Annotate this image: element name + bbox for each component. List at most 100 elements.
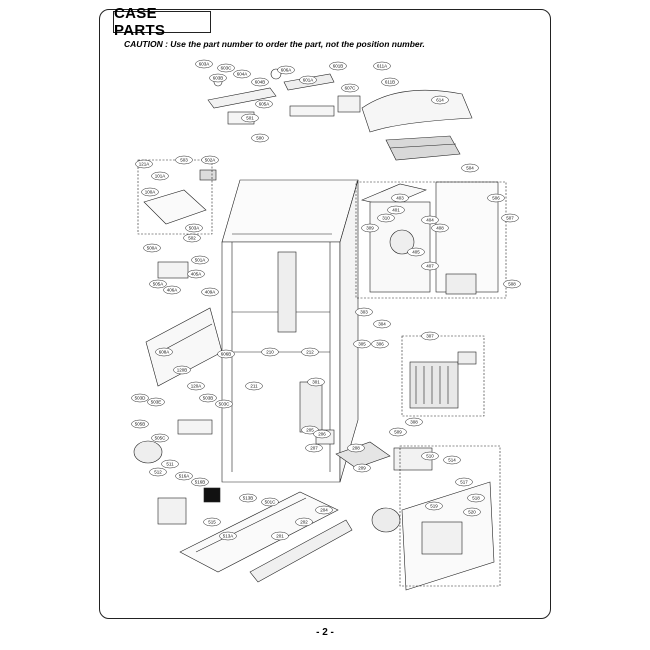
callout-text: 607C bbox=[345, 86, 357, 91]
section-title-box: CASE PARTS bbox=[113, 5, 211, 39]
callout-text: 500 bbox=[256, 136, 264, 141]
callout-text: 605A bbox=[259, 102, 270, 107]
callout-text: 503A bbox=[189, 226, 200, 231]
callout-120B: 120B bbox=[173, 365, 191, 375]
callout-305: 305 bbox=[353, 339, 371, 349]
callout-505C: 505C bbox=[151, 433, 169, 443]
callout-606B: 606B bbox=[217, 349, 235, 359]
callout-503B: 503B bbox=[199, 393, 217, 403]
callout-514: 514 bbox=[443, 455, 461, 465]
callout-text: 510 bbox=[426, 454, 434, 459]
callout-text: 403 bbox=[396, 196, 404, 201]
callout-605A: 605A bbox=[255, 99, 273, 109]
callout-207: 207 bbox=[305, 443, 323, 453]
callout-text: 210 bbox=[266, 350, 274, 355]
callout-text: 516A bbox=[179, 474, 190, 479]
callout-503C: 503C bbox=[215, 399, 233, 409]
callout-text: 503C bbox=[219, 402, 231, 407]
callout-text: 120A bbox=[191, 384, 202, 389]
callout-text: 121A bbox=[139, 162, 150, 167]
callout-308: 308 bbox=[405, 417, 423, 427]
callout-606A: 606A bbox=[277, 65, 295, 75]
callout-text: 606A bbox=[281, 68, 292, 73]
callout-text: 503 bbox=[180, 158, 188, 163]
callout-500: 500 bbox=[251, 133, 269, 143]
callout-212: 212 bbox=[301, 347, 319, 357]
callout-409A: 409A bbox=[201, 287, 219, 297]
callout-520: 520 bbox=[463, 507, 481, 517]
callout-503: 503 bbox=[175, 155, 193, 165]
callout-text: 506 bbox=[492, 196, 500, 201]
callout-text: 604A bbox=[237, 72, 248, 77]
callout-text: 406A bbox=[167, 288, 178, 293]
callout-text: 208 bbox=[352, 446, 360, 451]
condenser-coil bbox=[409, 351, 477, 409]
callout-601B: 601B bbox=[329, 61, 347, 71]
callout-text: 407 bbox=[426, 264, 434, 269]
callout-text: 401 bbox=[392, 208, 400, 213]
callout-text: 604B bbox=[255, 80, 266, 85]
callout-text: 500A bbox=[147, 246, 158, 251]
callout-text: 518 bbox=[472, 496, 480, 501]
callout-309: 309 bbox=[361, 223, 379, 233]
callout-text: 503D bbox=[135, 396, 147, 401]
callout-text: 503B bbox=[203, 396, 214, 401]
callout-text: 101A bbox=[155, 174, 166, 179]
callout-406A: 406A bbox=[163, 285, 181, 295]
callout-306: 306 bbox=[371, 339, 389, 349]
callout-101A: 101A bbox=[151, 171, 169, 181]
callout-405A: 405A bbox=[187, 269, 205, 279]
callout-517: 517 bbox=[455, 477, 473, 487]
page-number: - 2 - bbox=[316, 627, 334, 638]
callout-text: 307 bbox=[426, 334, 434, 339]
callout-text: 511 bbox=[166, 462, 174, 467]
callout-614: 614 bbox=[431, 95, 449, 105]
callout-603B: 603B bbox=[209, 73, 227, 83]
callout-604A: 604A bbox=[233, 69, 251, 79]
callout-303: 303 bbox=[355, 307, 373, 317]
callout-labels: 603A603C603B604A604B605A606A601A601B607C… bbox=[131, 59, 521, 541]
callout-text: 502 bbox=[188, 236, 196, 241]
callout-503A: 503A bbox=[185, 223, 203, 233]
callout-text: 515 bbox=[208, 520, 216, 525]
callout-text: 601B bbox=[333, 64, 344, 69]
callout-519: 519 bbox=[425, 501, 443, 511]
evaporator-cover-right bbox=[361, 181, 499, 295]
callout-text: 212 bbox=[306, 350, 314, 355]
callout-502: 502 bbox=[183, 233, 201, 243]
callout-510: 510 bbox=[421, 451, 439, 461]
callout-201: 201 bbox=[271, 531, 289, 541]
callout-text: 408 bbox=[436, 226, 444, 231]
callout-text: 611B bbox=[385, 80, 395, 85]
callout-500A: 500A bbox=[143, 243, 161, 253]
callout-text: 509 bbox=[394, 430, 402, 435]
callout-301: 301 bbox=[307, 377, 325, 387]
callout-501: 501 bbox=[241, 113, 259, 123]
callout-507: 507 bbox=[501, 213, 519, 223]
callout-403: 403 bbox=[391, 193, 409, 203]
callout-603C: 603C bbox=[217, 63, 235, 73]
callout-208: 208 bbox=[347, 443, 365, 453]
callout-text: 501 bbox=[246, 116, 254, 121]
callout-text: 209 bbox=[358, 466, 366, 471]
callout-505B: 505B bbox=[131, 419, 149, 429]
callout-502A: 502A bbox=[201, 155, 219, 165]
callout-text: 405A bbox=[191, 272, 202, 277]
callout-604B: 604B bbox=[251, 77, 269, 87]
callout-text: 601A bbox=[303, 78, 314, 83]
callout-text: 519 bbox=[430, 504, 438, 509]
callout-516A: 516A bbox=[175, 471, 193, 481]
callout-503D: 503D bbox=[131, 393, 149, 403]
callout-text: 205 bbox=[306, 428, 314, 433]
callout-text: 310 bbox=[382, 216, 390, 221]
callout-601A: 601A bbox=[299, 75, 317, 85]
callout-509: 509 bbox=[389, 427, 407, 437]
callout-text: 603C bbox=[221, 66, 233, 71]
callout-511: 511 bbox=[161, 459, 179, 469]
callout-121A: 121A bbox=[135, 159, 153, 169]
callout-text: 306 bbox=[376, 342, 384, 347]
callout-516B: 516B bbox=[191, 477, 209, 487]
callout-text: 503E bbox=[151, 400, 162, 405]
callout-text: 405 bbox=[412, 250, 420, 255]
callout-text: 501C bbox=[265, 500, 277, 505]
